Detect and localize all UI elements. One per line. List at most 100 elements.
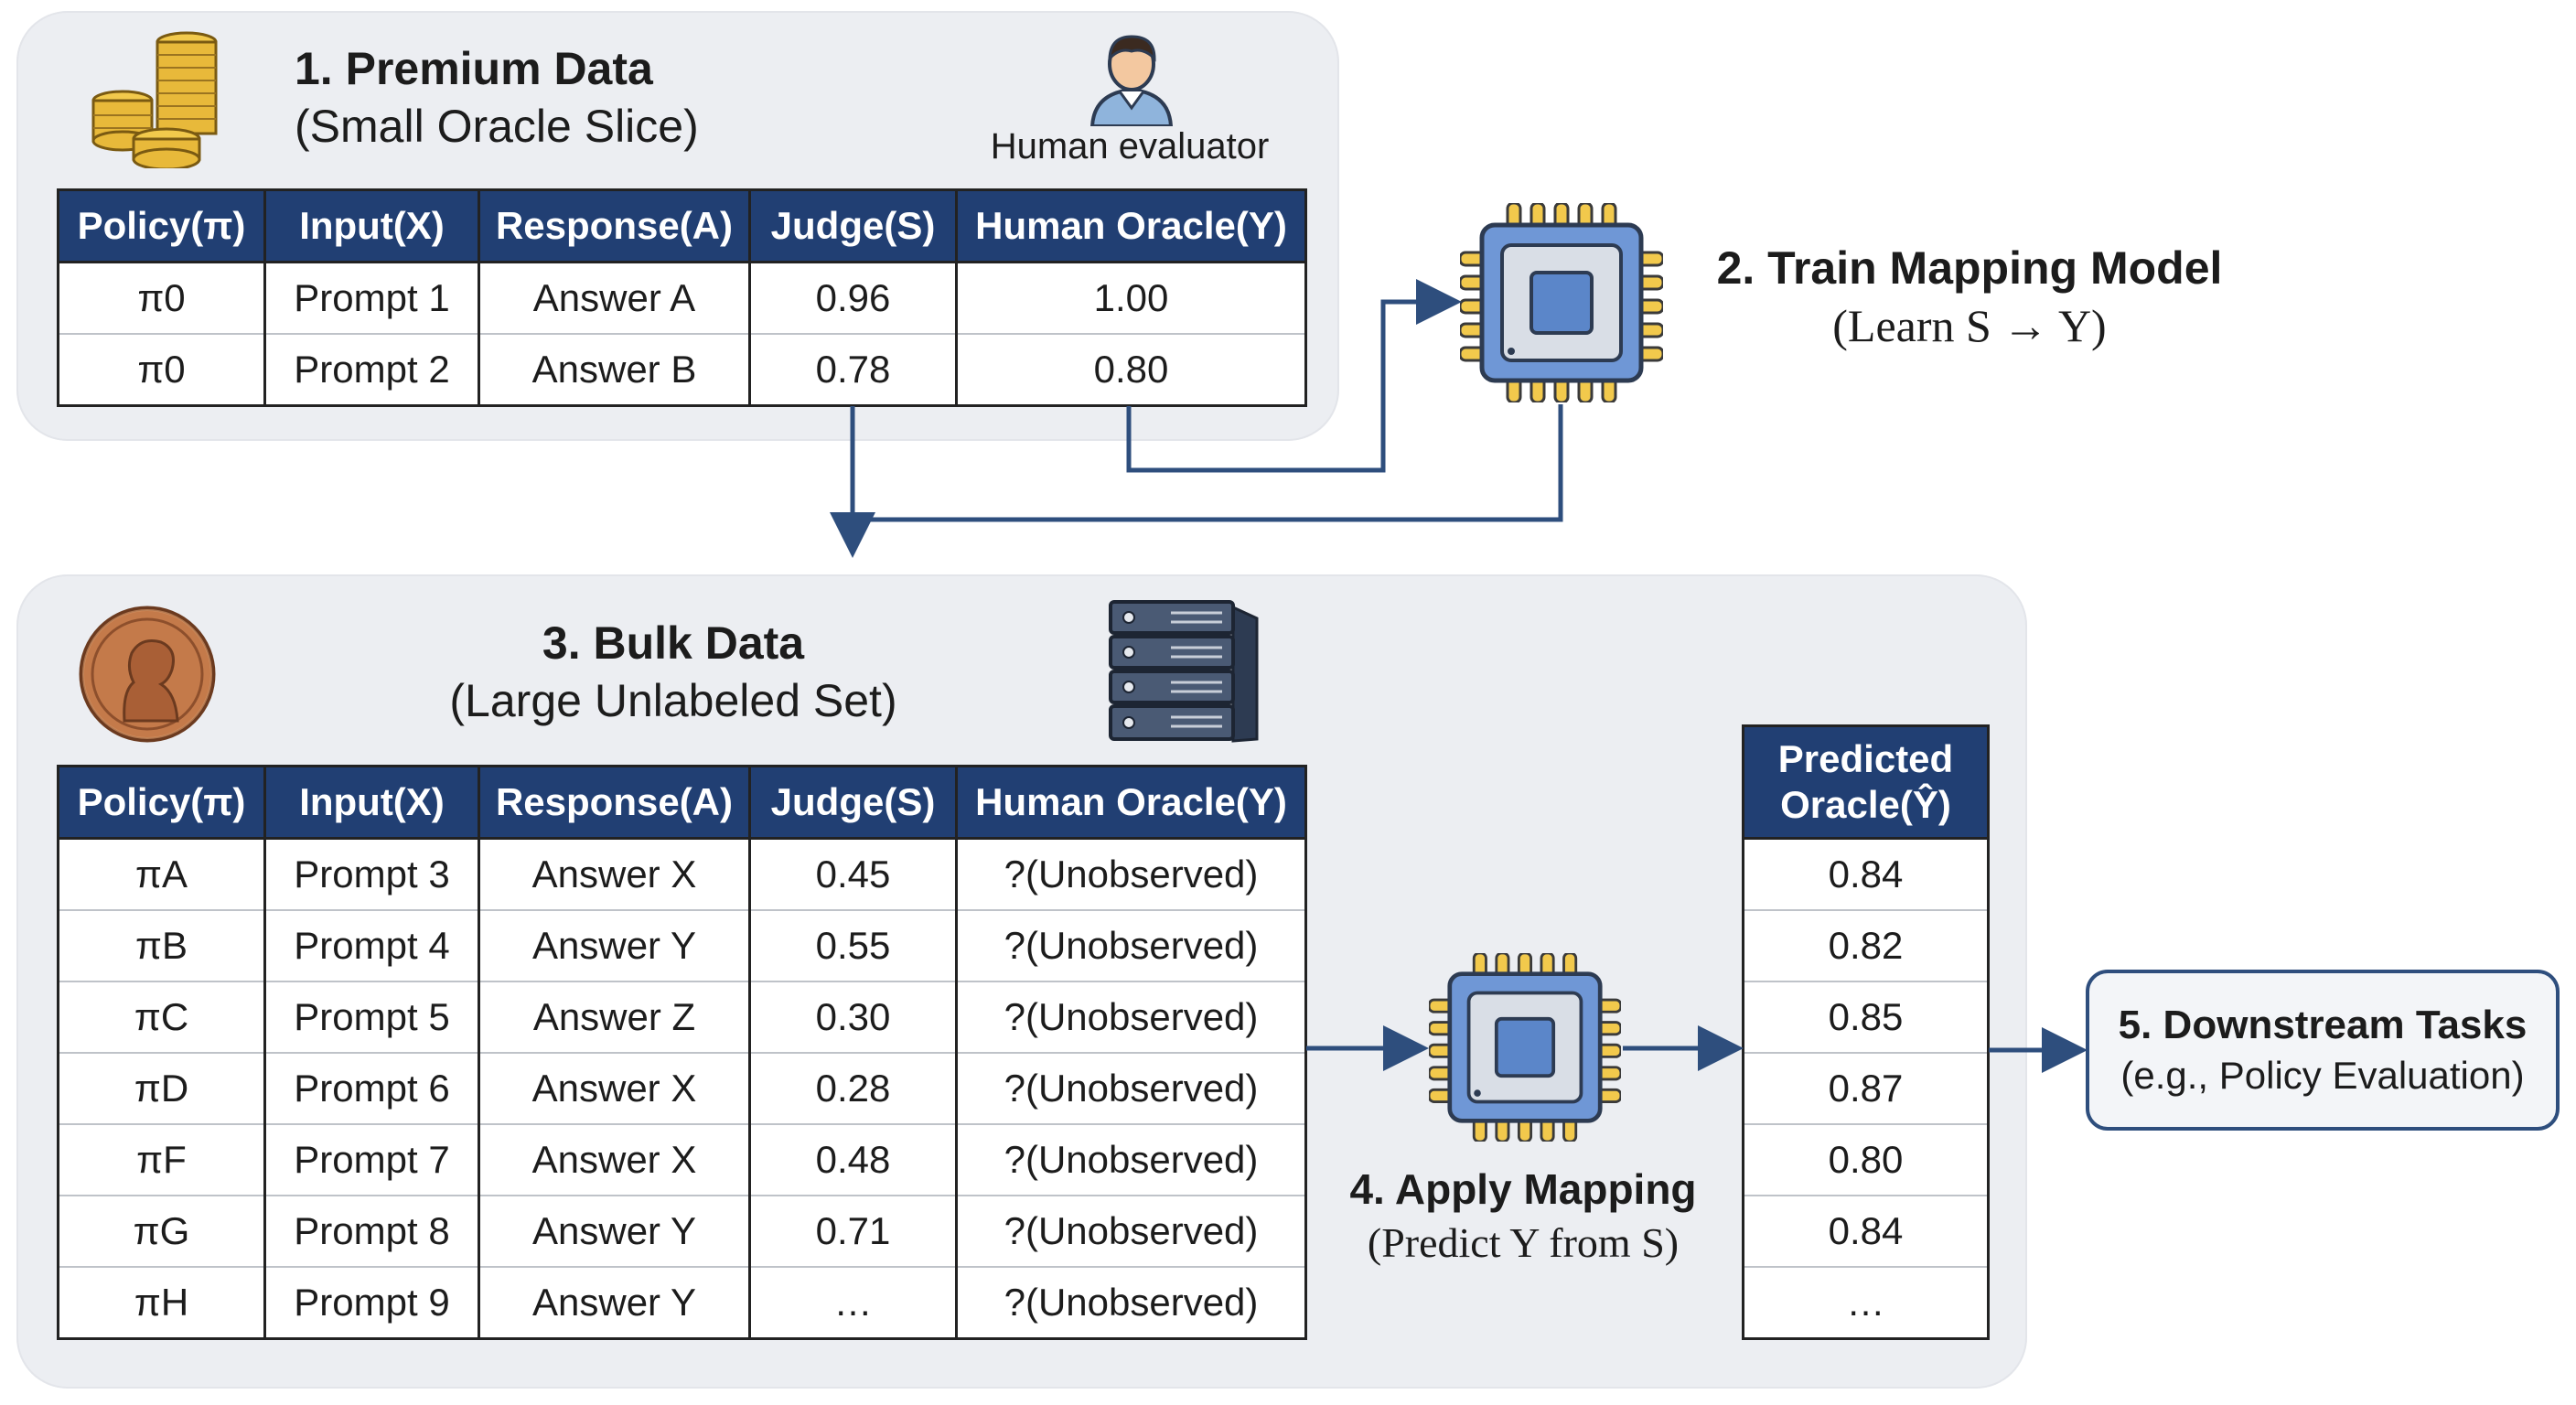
downstream-tasks-box: 5. Downstream Tasks (e.g., Policy Evalua… xyxy=(2086,970,2560,1131)
cell-judge: 0.30 xyxy=(748,981,958,1054)
column-header-human-oracle: Human Oracle(Y) xyxy=(955,188,1307,263)
apply-mapping-title: 4. Apply Mapping (Predict Y from S) xyxy=(1326,1164,1720,1269)
train-mapping-title: 2. Train Mapping Model (Learn S → Y) xyxy=(1709,240,2230,354)
cell-response: Answer A xyxy=(478,261,751,335)
column-header-response: Response(A) xyxy=(478,188,751,263)
cell-input: Prompt 8 xyxy=(263,1195,480,1268)
cell-human-oracle: 1.00 xyxy=(955,261,1307,335)
predicted-header-line1: Predicted xyxy=(1777,736,1954,780)
premium-data-table: Policy(π) Input(X) Response(A) Judge(S) … xyxy=(57,188,1307,407)
human-evaluator-label: Human evaluator xyxy=(990,126,1270,166)
server-rack-icon xyxy=(1109,600,1259,743)
table-row: 0.85 xyxy=(1742,981,1990,1054)
processor-chip-icon xyxy=(1460,203,1663,402)
cell-input: Prompt 2 xyxy=(263,333,480,407)
cell-input: Prompt 4 xyxy=(263,909,480,982)
train-title-text: 2. Train Mapping Model xyxy=(1716,242,2223,294)
cell-judge: 0.55 xyxy=(748,909,958,982)
cell-policy: π0 xyxy=(57,333,266,407)
cell-judge: 0.71 xyxy=(748,1195,958,1268)
cell-human-oracle: ?(Unobserved) xyxy=(955,1266,1307,1340)
cell-input: Prompt 3 xyxy=(263,837,480,911)
apply-subtitle-text: (Predict Y from S) xyxy=(1367,1218,1680,1266)
cell-human-oracle: ?(Unobserved) xyxy=(955,981,1307,1054)
predicted-header-line2: Oracle(Ŷ) xyxy=(1780,783,1951,826)
downstream-title-text: 5. Downstream Tasks xyxy=(2118,1003,2528,1048)
cell-input: Prompt 7 xyxy=(263,1123,480,1196)
premium-subtitle-text: (Small Oracle Slice) xyxy=(295,100,699,152)
cell-human-oracle: ?(Unobserved) xyxy=(955,837,1307,911)
coin-stack-icon xyxy=(91,31,218,168)
cell-human-oracle: ?(Unobserved) xyxy=(955,1123,1307,1196)
cell-human-oracle: 0.80 xyxy=(955,333,1307,407)
cell-response: Answer X xyxy=(478,837,751,911)
column-header-judge: Judge(S) xyxy=(748,188,958,263)
cell-policy: πF xyxy=(57,1123,266,1196)
cell-judge: 0.45 xyxy=(748,837,958,911)
column-header-input: Input(X) xyxy=(263,765,480,840)
processor-chip-icon xyxy=(1429,953,1621,1142)
cell-response: Answer Y xyxy=(478,1266,751,1340)
premium-data-title: 1. Premium Data (Small Oracle Slice) xyxy=(295,40,770,155)
cell-predicted-oracle: 0.84 xyxy=(1742,1195,1990,1268)
cell-policy: πB xyxy=(57,909,266,982)
cell-policy: π0 xyxy=(57,261,266,335)
table-row: 0.84 xyxy=(1742,837,1990,911)
cell-judge: 0.28 xyxy=(748,1052,958,1125)
cell-predicted-oracle: … xyxy=(1742,1266,1990,1340)
cell-response: Answer Y xyxy=(478,909,751,982)
column-header-response: Response(A) xyxy=(478,765,751,840)
cell-human-oracle: ?(Unobserved) xyxy=(955,1052,1307,1125)
cell-input: Prompt 9 xyxy=(263,1266,480,1340)
column-header-judge: Judge(S) xyxy=(748,765,958,840)
cell-input: Prompt 5 xyxy=(263,981,480,1054)
table-row: 0.87 xyxy=(1742,1052,1990,1125)
bulk-subtitle-text: (Large Unlabeled Set) xyxy=(449,674,897,726)
cell-input: Prompt 6 xyxy=(263,1052,480,1125)
cell-policy: πG xyxy=(57,1195,266,1268)
table-row: 0.84 xyxy=(1742,1195,1990,1268)
bulk-data-table: Policy(π) Input(X) Response(A) Judge(S) … xyxy=(57,765,1307,1340)
cell-judge: 0.48 xyxy=(748,1123,958,1196)
column-header-input: Input(X) xyxy=(263,188,480,263)
bulk-title-text: 3. Bulk Data xyxy=(542,617,805,669)
cell-input: Prompt 1 xyxy=(263,261,480,335)
cell-judge: 0.96 xyxy=(748,261,958,335)
cell-response: Answer B xyxy=(478,333,751,407)
cell-predicted-oracle: 0.84 xyxy=(1742,837,1990,911)
bulk-data-title: 3. Bulk Data (Large Unlabeled Set) xyxy=(402,615,944,729)
column-header-policy: Policy(π) xyxy=(57,765,266,840)
cell-policy: πA xyxy=(57,837,266,911)
table-row: π0 Prompt 2 Answer B 0.78 0.80 xyxy=(57,333,1307,407)
cell-policy: πC xyxy=(57,981,266,1054)
cell-predicted-oracle: 0.85 xyxy=(1742,981,1990,1054)
table-row: 0.82 xyxy=(1742,909,1990,982)
table-row: π0 Prompt 1 Answer A 0.96 1.00 xyxy=(57,261,1307,335)
cell-judge: 0.78 xyxy=(748,333,958,407)
cell-predicted-oracle: 0.82 xyxy=(1742,909,1990,982)
apply-title-text: 4. Apply Mapping xyxy=(1349,1165,1697,1213)
cell-response: Answer Z xyxy=(478,981,751,1054)
table-row: 0.80 xyxy=(1742,1123,1990,1196)
column-header-human-oracle: Human Oracle(Y) xyxy=(955,765,1307,840)
cell-judge: … xyxy=(748,1266,958,1340)
cell-response: Answer X xyxy=(478,1052,751,1125)
cell-policy: πD xyxy=(57,1052,266,1125)
cell-predicted-oracle: 0.87 xyxy=(1742,1052,1990,1125)
downstream-subtitle-text: (e.g., Policy Evaluation) xyxy=(2120,1054,2525,1098)
column-header-predicted-oracle: Predicted Oracle(Ŷ) xyxy=(1742,724,1990,840)
human-evaluator-icon xyxy=(1089,35,1174,126)
cell-predicted-oracle: 0.80 xyxy=(1742,1123,1990,1196)
cell-human-oracle: ?(Unobserved) xyxy=(955,909,1307,982)
penny-coin-icon xyxy=(79,606,216,743)
train-subtitle-text: (Learn S → Y) xyxy=(1832,299,2107,351)
table-row: … xyxy=(1742,1266,1990,1340)
